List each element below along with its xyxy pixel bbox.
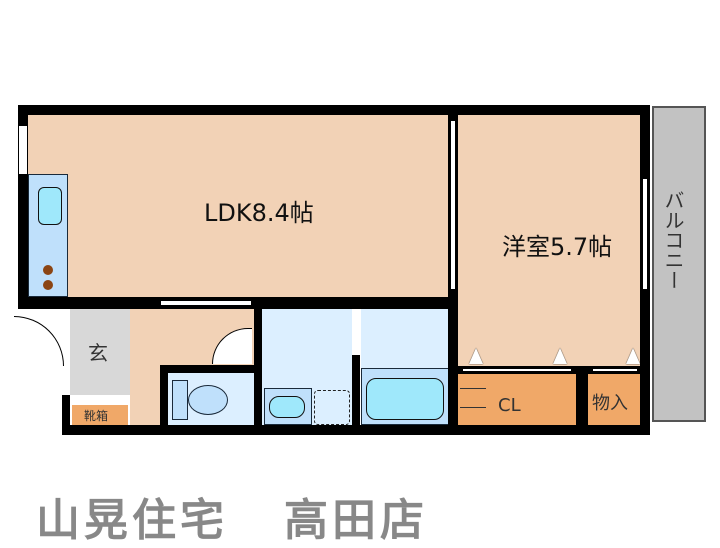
shoe-box bbox=[72, 405, 128, 425]
western-room-label: 洋室5.7帖 bbox=[502, 233, 613, 261]
window-balcony bbox=[642, 178, 648, 290]
closet-shelf-lines bbox=[460, 388, 486, 408]
window-left bbox=[18, 125, 28, 175]
branch-name: 高田店 bbox=[284, 495, 428, 546]
company-name: 山晃住宅 bbox=[36, 495, 228, 546]
closet-label: CL bbox=[498, 395, 521, 416]
entrance-door-arc bbox=[14, 316, 64, 366]
entrance-label: 玄 bbox=[88, 341, 108, 365]
entrance bbox=[70, 309, 130, 395]
wall-bath-left bbox=[352, 355, 360, 433]
wall-entrance-left bbox=[62, 395, 70, 433]
wash-basin-icon bbox=[269, 396, 305, 418]
closet bbox=[458, 374, 576, 426]
stove-burner-icon bbox=[43, 265, 53, 275]
balcony-label: バルコニー bbox=[661, 190, 685, 290]
kitchen-sink-icon bbox=[38, 187, 62, 225]
washing-machine-space bbox=[314, 390, 350, 425]
sliding-door-hall bbox=[160, 300, 252, 306]
storage-door bbox=[592, 368, 638, 372]
ldk-room bbox=[28, 115, 448, 300]
closet-door-marker-icon bbox=[553, 348, 567, 364]
closet-door-marker-icon bbox=[469, 348, 483, 364]
ldk-label: LDK8.4帖 bbox=[204, 199, 314, 227]
wall-closet-divider bbox=[576, 366, 588, 434]
storage-door-marker-icon bbox=[626, 348, 640, 364]
western-room bbox=[458, 115, 640, 370]
toilet-bowl-icon bbox=[188, 385, 228, 415]
bathtub-icon bbox=[366, 378, 444, 420]
storage-label: 物入 bbox=[592, 393, 628, 414]
closet-door bbox=[462, 368, 572, 372]
balcony bbox=[652, 106, 706, 422]
wall-toilet-left bbox=[160, 365, 168, 433]
toilet-tank bbox=[172, 380, 188, 420]
wall-top bbox=[18, 105, 650, 115]
stove-burner-icon bbox=[43, 280, 53, 290]
wall-toilet-top bbox=[160, 365, 255, 373]
wall-wash-left bbox=[254, 303, 262, 433]
sliding-door-ldk-western bbox=[450, 120, 456, 290]
wall-left bbox=[18, 105, 28, 305]
shoe-box-label: 靴箱 bbox=[84, 409, 109, 423]
storage bbox=[588, 374, 640, 426]
